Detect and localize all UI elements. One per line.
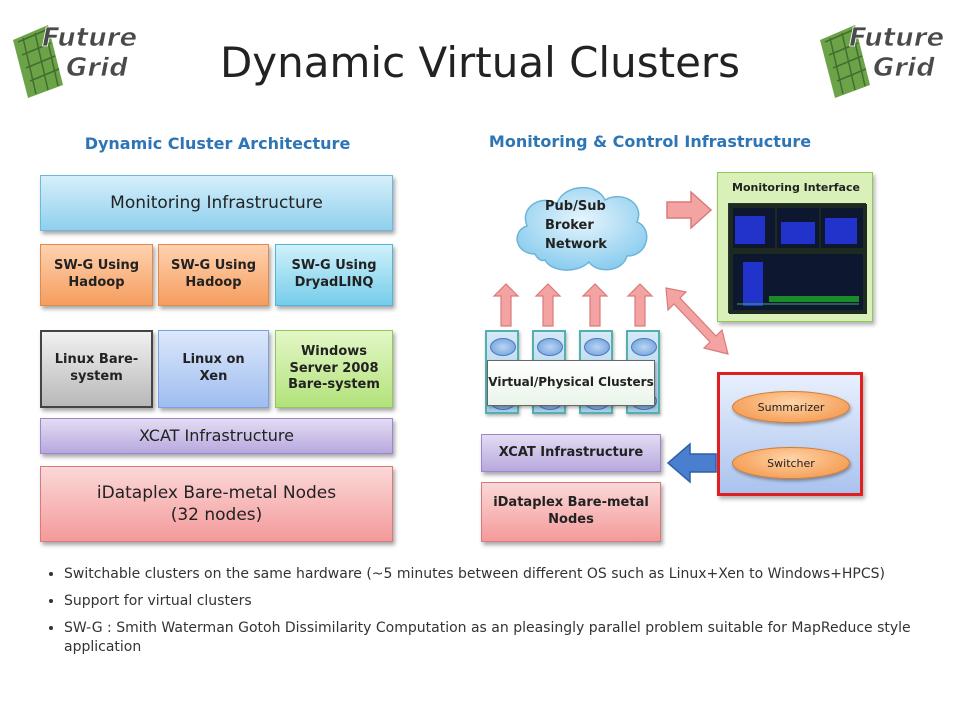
virtual-physical-clusters-label: Virtual/Physical Clusters <box>487 360 655 406</box>
node-circle-icon <box>631 338 657 356</box>
left-heading: Dynamic Cluster Architecture <box>84 134 351 153</box>
diagonal-double-arrow <box>662 284 732 358</box>
idataplex-line-2: (32 nodes) <box>170 505 263 525</box>
svg-text:Grid: Grid <box>873 53 935 83</box>
node-circle-icon <box>537 338 563 356</box>
svg-text:Grid: Grid <box>66 53 128 83</box>
cloud-icon <box>516 186 648 271</box>
swg-hadoop-box-1: SW-G Using Hadoop <box>40 244 153 306</box>
windows-server-box: Windows Server 2008 Bare-system <box>275 330 393 408</box>
svg-text:Future: Future <box>42 23 137 53</box>
pubsub-broker-cloud: Pub/Sub Broker Network <box>505 176 655 276</box>
monitoring-infrastructure-box: Monitoring Infrastructure <box>40 175 393 231</box>
futuregrid-logo-left: Future Grid <box>8 10 143 100</box>
swg-dryadlinq-box: SW-G Using DryadLINQ <box>275 244 393 306</box>
svg-text:Future: Future <box>849 23 944 53</box>
monitoring-screenshot <box>728 203 867 314</box>
linux-on-xen-box: Linux on Xen <box>158 330 269 408</box>
xcat-infrastructure-box-right: XCAT Infrastructure <box>481 434 661 472</box>
bullet-item-3: SW-G : Smith Waterman Gotoh Dissimilarit… <box>64 619 944 657</box>
linux-bare-system-box: Linux Bare-system <box>40 330 153 408</box>
bullet-item-1: Switchable clusters on the same hardware… <box>64 565 944 584</box>
bullet-list: Switchable clusters on the same hardware… <box>44 565 944 657</box>
summarizer-pill: Summarizer <box>732 391 850 423</box>
bullet-item-2: Support for virtual clusters <box>64 592 944 611</box>
arrow-left-to-xcat <box>666 442 718 484</box>
swg-hadoop-box-2: SW-G Using Hadoop <box>158 244 269 306</box>
monitoring-interface-panel: Monitoring Interface <box>717 172 873 322</box>
node-circle-icon <box>490 338 516 356</box>
up-arrows <box>490 282 660 328</box>
bullet-list-container: Switchable clusters on the same hardware… <box>44 565 944 665</box>
switcher-pill: Switcher <box>732 447 850 479</box>
futuregrid-logo-right: Future Grid <box>815 10 950 100</box>
right-heading: Monitoring & Control Infrastructure <box>488 132 812 151</box>
idataplex-line-1: iDataplex Bare-metal Nodes <box>96 482 337 503</box>
xcat-infrastructure-box-left: XCAT Infrastructure <box>40 418 393 454</box>
control-panel: Summarizer Switcher <box>717 372 863 496</box>
broker-label: Pub/Sub Broker Network <box>545 199 607 252</box>
idataplex-nodes-box-left: iDataplex Bare-metal Nodes (32 nodes) <box>40 466 393 542</box>
arrow-right-to-monitor <box>665 190 713 230</box>
monitoring-interface-label: Monitoring Interface <box>732 181 860 194</box>
slide-title: Dynamic Virtual Clusters <box>219 38 741 87</box>
idataplex-nodes-box-right: iDataplex Bare-metal Nodes <box>481 482 661 542</box>
node-circle-icon <box>584 338 610 356</box>
